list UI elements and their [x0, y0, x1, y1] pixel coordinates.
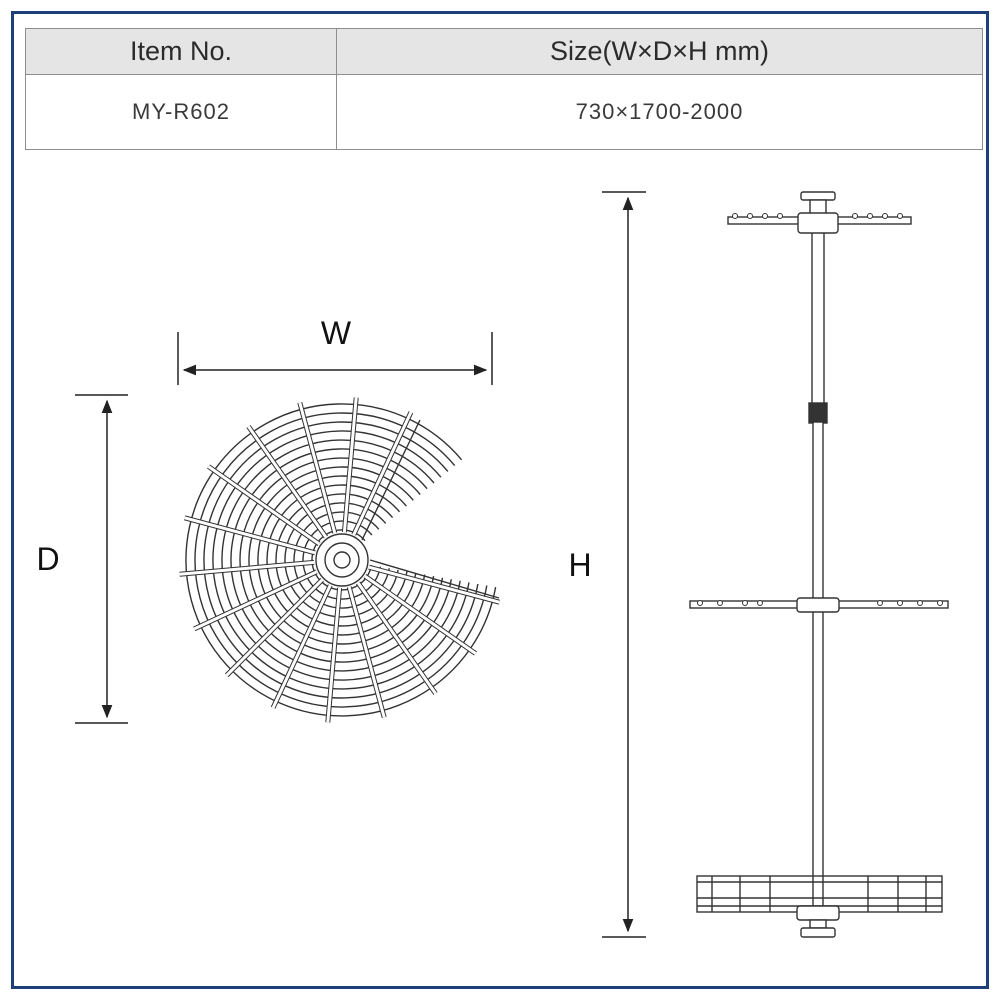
- basket-wire-ring: [221, 439, 461, 681]
- tray-dot: [852, 213, 858, 219]
- tray-dot: [747, 213, 753, 219]
- basket-wire-ring: [275, 493, 408, 627]
- tray-dot: [882, 213, 888, 219]
- basket-rib-inner: [207, 465, 320, 546]
- basket-wire-ring: [185, 403, 497, 717]
- pole-side-view: [689, 191, 949, 938]
- top-tray-hub: [797, 212, 839, 234]
- basket-wire-ring: [194, 412, 488, 708]
- depth-dimension: [75, 394, 128, 724]
- pole-upper: [811, 227, 825, 409]
- table-row: MY-R602 730×1700-2000: [25, 74, 983, 150]
- tray-dot: [742, 600, 748, 606]
- depth-label: D: [36, 541, 59, 577]
- basket-wire-ring: [203, 421, 479, 699]
- base-stem: [809, 919, 827, 929]
- height-dimension: [602, 191, 646, 938]
- basket-rib-inner: [356, 582, 437, 695]
- cell-size: 730×1700-2000: [336, 74, 983, 150]
- basket-wire-ring: [257, 475, 426, 645]
- basket-wire-ring: [248, 466, 435, 654]
- tray-dot: [762, 213, 768, 219]
- tray-dot: [917, 600, 923, 606]
- tray-dot: [867, 213, 873, 219]
- basket-rib-inner: [298, 402, 337, 534]
- tray-dot: [937, 600, 943, 606]
- height-label: H: [568, 547, 591, 583]
- basket-rib-inner: [326, 587, 342, 723]
- basket-hub-center: [333, 551, 351, 569]
- basket-rib-inner: [352, 411, 413, 536]
- tray-dot: [897, 600, 903, 606]
- top-cap-stem: [809, 199, 827, 215]
- header-item-no: Item No.: [25, 28, 337, 75]
- basket-rib-inner: [342, 397, 358, 533]
- basket-rib-inner: [271, 584, 332, 709]
- page-frame: Item No. Size(W×D×H mm) MY-R602 730×1700…: [11, 11, 989, 989]
- cell-item-no: MY-R602: [25, 74, 337, 150]
- basket-wire-ring: [266, 484, 417, 636]
- tray-dot: [717, 600, 723, 606]
- basket-rib-inner: [225, 578, 324, 677]
- basket-top-view: [179, 397, 501, 723]
- tray-dot: [757, 600, 763, 606]
- tray-dot: [877, 600, 883, 606]
- basket-rib-inner: [364, 574, 477, 655]
- pole-lower: [812, 421, 824, 913]
- basket-rib-inner: [179, 560, 315, 576]
- basket-rib-inner: [184, 516, 316, 555]
- basket-wire-ring: [212, 430, 470, 690]
- top-cap: [800, 191, 836, 201]
- basket-wire-ring: [230, 448, 452, 672]
- header-size: Size(W×D×H mm): [336, 28, 983, 75]
- basket-edge-wire: [369, 559, 500, 599]
- spec-table: Item No. Size(W×D×H mm) MY-R602 730×1700…: [25, 28, 983, 150]
- tray-dot: [897, 213, 903, 219]
- tray-detail-dots: [697, 213, 943, 606]
- basket-rib-inner: [347, 586, 386, 718]
- tray-dot: [777, 213, 783, 219]
- basket-rib-inner: [247, 425, 328, 538]
- basket-wire-ring: [239, 457, 444, 663]
- middle-tray-hub: [796, 597, 840, 613]
- basket-edge-wire: [361, 419, 421, 541]
- bottom-hub: [796, 905, 840, 921]
- table-header-row: Item No. Size(W×D×H mm): [25, 28, 983, 75]
- tray-dot: [697, 600, 703, 606]
- basket-rib-inner: [193, 570, 318, 631]
- pole-height-adjuster: [808, 402, 828, 424]
- width-dimension: [177, 332, 493, 385]
- basket-rib-inner: [368, 565, 500, 604]
- width-label: W: [321, 315, 352, 351]
- tray-dot: [732, 213, 738, 219]
- base-plate: [800, 927, 836, 938]
